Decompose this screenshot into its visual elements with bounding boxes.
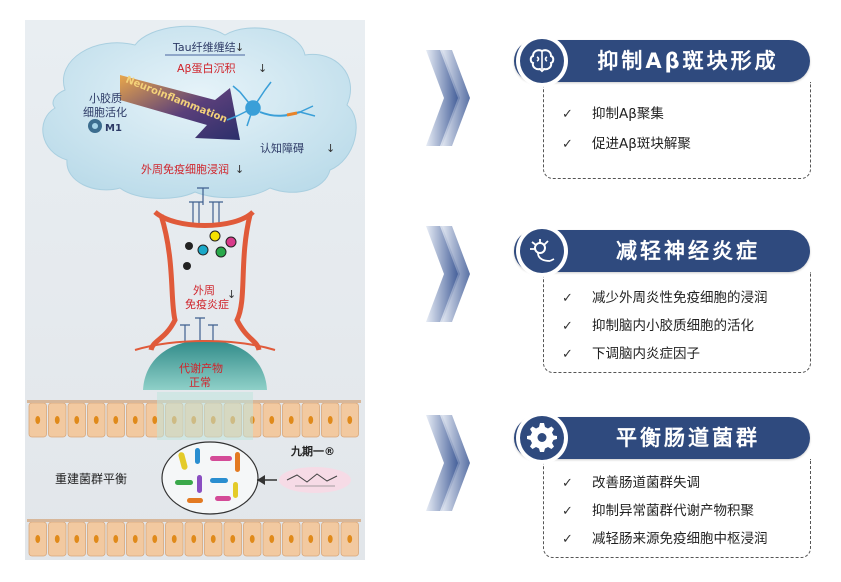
chevron-arrow-1 (426, 50, 470, 146)
metabolite-column (157, 392, 253, 440)
pathway-illustration: Neuroinflammation Tau纤维缠结 ↓ Aβ蛋白沉积 ↓ 小胶质… (25, 20, 365, 560)
gut-bottom-nucleus (191, 535, 197, 543)
neuron-drawing (226, 81, 316, 127)
abeta-down-arrow: ↓ (258, 62, 267, 75)
check-icon: ✓ (562, 319, 573, 334)
gut-bottom-nucleus (132, 535, 138, 543)
m1-label: M1 (105, 123, 122, 134)
card-neuroinflammation-item-2: ✓抑制脑内小胶质细胞的活化 (562, 314, 754, 338)
gut-bottom-nucleus (230, 535, 236, 543)
gut-top-nucleus (327, 416, 333, 424)
gut-top-nucleus (152, 416, 158, 424)
chevron-arrow-2 (426, 226, 470, 322)
abeta-label: Aβ蛋白沉积 (177, 61, 236, 75)
card-gut-flora-item-2: ✓抑制异常菌群代谢产物积聚 (562, 499, 754, 523)
gut-top-nucleus (93, 416, 99, 424)
vessel-label-line1: 外周 (193, 284, 215, 297)
microglia-label-line1: 小胶质 (89, 91, 122, 105)
gear-icon (516, 412, 568, 464)
gut-bottom-nucleus (35, 535, 41, 543)
check-icon: ✓ (562, 476, 573, 491)
infiltration-down-arrow: ↓ (235, 163, 244, 176)
gut-bottom-nucleus (327, 535, 333, 543)
cognitive-label: 认知障碍 (260, 141, 304, 155)
peripheral-infiltration-label: 外周免疫细胞浸润 (141, 162, 229, 176)
card-neuroinflammation-item-3: ✓下调脑内炎症因子 (562, 342, 700, 366)
tau-down-arrow: ↓ (235, 41, 244, 54)
gut-top-nucleus (288, 416, 294, 424)
cognitive-down-arrow: ↓ (326, 142, 335, 155)
rebuild-flora-label: 重建菌群平衡 (55, 472, 127, 486)
card-abeta-title: 抑制Aβ斑块形成 (597, 49, 779, 73)
gut-top-nucleus (74, 416, 80, 424)
gut-top-nucleus (269, 416, 275, 424)
card-neuroinflammation-item-1: ✓减少外周炎性免疫细胞的浸润 (562, 286, 768, 310)
gut-bottom-nucleus (249, 535, 255, 543)
check-icon: ✓ (562, 107, 573, 122)
check-icon: ✓ (562, 137, 573, 152)
gut-flora-circle (161, 441, 259, 515)
check-icon: ✓ (562, 504, 573, 519)
metabolite-mound (134, 340, 276, 390)
card-abeta-item-1: ✓抑制Aβ聚集 (562, 102, 664, 126)
check-icon: ✓ (562, 291, 573, 306)
gut-bottom-nucleus (152, 535, 158, 543)
card-gut-flora-box: ✓改善肠道菌群失调 ✓抑制异常菌群代谢产物积聚 ✓减轻肠来源免疫细胞中枢浸润 (543, 459, 811, 558)
gut-bottom-nucleus (347, 535, 353, 543)
gut-top-nucleus (113, 416, 119, 424)
metabolite-label-line1: 代谢产物 (179, 361, 223, 375)
gut-top-nucleus (35, 416, 41, 424)
gut-bottom-nucleus (210, 535, 216, 543)
check-icon: ✓ (562, 347, 573, 362)
brain-icon (516, 35, 568, 87)
vessel-receptors-top (189, 187, 223, 225)
check-icon: ✓ (562, 532, 573, 547)
gut-bottom-nucleus (308, 535, 314, 543)
metabolite-label-line2: 正常 (189, 376, 211, 389)
gut-bottom-nucleus (93, 535, 99, 543)
drug-arrow (257, 475, 277, 485)
card-neuroinflammation-title: 减轻神经炎症 (616, 239, 760, 263)
microglia-icon (88, 119, 102, 133)
gut-bottom-nucleus (288, 535, 294, 543)
gut-epithelium-bottom (27, 519, 361, 557)
gut-bottom-nucleus (269, 535, 275, 543)
drug-label: 九期一® (290, 444, 335, 458)
card-abeta-box: ✓抑制Aβ聚集 ✓促进Aβ斑块解聚 (543, 82, 811, 179)
card-gut-flora-header: 平衡肠道菌群 (514, 417, 810, 459)
tau-underline (165, 54, 245, 56)
gut-bottom-nucleus (171, 535, 177, 543)
neuron-icon (516, 225, 568, 277)
blood-vessel (148, 210, 262, 351)
gut-top-nucleus (132, 416, 138, 424)
card-gut-flora-title: 平衡肠道菌群 (616, 426, 760, 450)
gut-bottom-nucleus (74, 535, 80, 543)
card-neuroinflammation-box: ✓减少外周炎性免疫细胞的浸润 ✓抑制脑内小胶质细胞的活化 ✓下调脑内炎症因子 (543, 272, 811, 373)
gut-top-nucleus (347, 416, 353, 424)
vessel-label-line2: 免疫炎症 (185, 297, 229, 311)
gut-bottom-nucleus (54, 535, 60, 543)
card-abeta-item-2: ✓促进Aβ斑块解聚 (562, 132, 691, 156)
immune-cells (183, 230, 237, 270)
microglia-label-line2: 细胞活化 (83, 105, 127, 119)
gut-top-nucleus (308, 416, 314, 424)
gut-top-nucleus (54, 416, 60, 424)
card-gut-flora-item-1: ✓改善肠道菌群失调 (562, 471, 700, 495)
card-gut-flora-item-3: ✓减轻肠来源免疫细胞中枢浸润 (562, 527, 768, 551)
tau-label: Tau纤维缠结 (172, 40, 236, 54)
vessel-down-arrow: ↓ (227, 288, 236, 301)
gut-bottom-nucleus (113, 535, 119, 543)
chevron-arrow-3 (426, 415, 470, 511)
drug-molecule-icon (279, 467, 351, 493)
